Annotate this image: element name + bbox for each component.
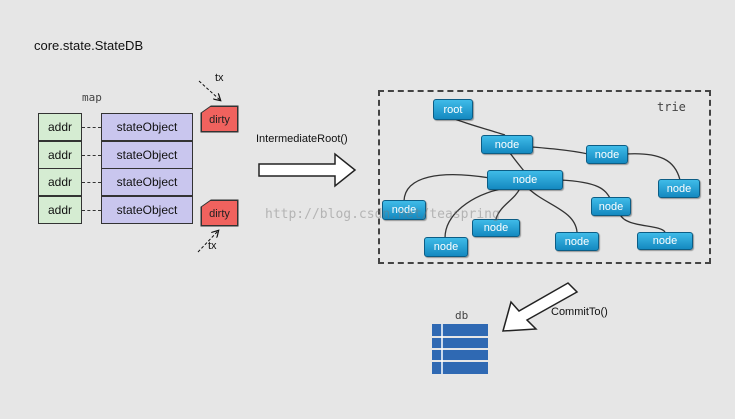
trie-root-node: root bbox=[433, 99, 473, 120]
commit-to-arrow bbox=[501, 282, 579, 332]
dirty-tag-bottom: dirty bbox=[201, 200, 238, 226]
trie-node: node bbox=[481, 135, 533, 154]
trie-edge bbox=[403, 174, 491, 202]
trie-container bbox=[378, 90, 711, 264]
trie-node: node bbox=[382, 200, 426, 220]
trie-node: node bbox=[487, 170, 563, 190]
map-connector bbox=[82, 182, 101, 183]
dirty-tag-outline bbox=[200, 199, 239, 227]
map-key-cell: addr bbox=[38, 113, 82, 141]
trie-edge bbox=[619, 213, 666, 233]
map-label: map bbox=[82, 91, 102, 104]
trie-node: node bbox=[658, 179, 700, 198]
tx-label-bottom: tx bbox=[208, 240, 217, 252]
map-key-cell: addr bbox=[38, 196, 82, 224]
trie-node: node bbox=[591, 197, 631, 216]
trie-edge bbox=[527, 187, 578, 233]
map-connector bbox=[82, 127, 101, 128]
map-connector bbox=[82, 155, 101, 156]
trie-label: trie bbox=[657, 100, 686, 114]
db-row bbox=[432, 362, 488, 374]
trie-edge bbox=[624, 153, 681, 181]
trie-edge bbox=[444, 187, 506, 239]
trie-edges bbox=[403, 118, 681, 239]
state-object-cell: stateObject bbox=[101, 168, 193, 196]
trie-node: node bbox=[555, 232, 599, 251]
map-key-cell: addr bbox=[38, 141, 82, 169]
intermediate-root-label: IntermediateRoot() bbox=[256, 133, 348, 145]
commit-to-label: CommitTo() bbox=[551, 306, 608, 318]
tx-arrow-bottom bbox=[197, 231, 218, 253]
map-key-cell: addr bbox=[38, 168, 82, 196]
trie-node: node bbox=[472, 219, 520, 237]
trie-edge bbox=[495, 187, 521, 220]
db-row bbox=[432, 350, 488, 360]
database-icon bbox=[432, 324, 488, 374]
trie-edge bbox=[454, 118, 506, 136]
db-label: db bbox=[455, 309, 469, 322]
map-connector bbox=[82, 210, 101, 211]
trie-node: node bbox=[586, 145, 628, 164]
state-object-cell: stateObject bbox=[101, 196, 193, 224]
diagram-title: core.state.StateDB bbox=[34, 38, 144, 53]
trie-edge bbox=[509, 152, 525, 172]
dirty-tag-outline bbox=[200, 105, 239, 133]
trie-node: node bbox=[424, 237, 468, 257]
state-object-cell: stateObject bbox=[101, 113, 193, 141]
state-object-cell: stateObject bbox=[101, 141, 193, 169]
db-row bbox=[432, 324, 488, 336]
trie-node: node bbox=[637, 232, 693, 250]
db-row bbox=[432, 338, 488, 348]
watermark: http://blog.csdn.net/teaspring bbox=[265, 207, 500, 222]
trie-edge bbox=[559, 179, 611, 199]
tx-arrow-top bbox=[198, 80, 220, 100]
tx-label-top: tx bbox=[215, 72, 224, 84]
intermediate-root-arrow bbox=[258, 152, 357, 188]
